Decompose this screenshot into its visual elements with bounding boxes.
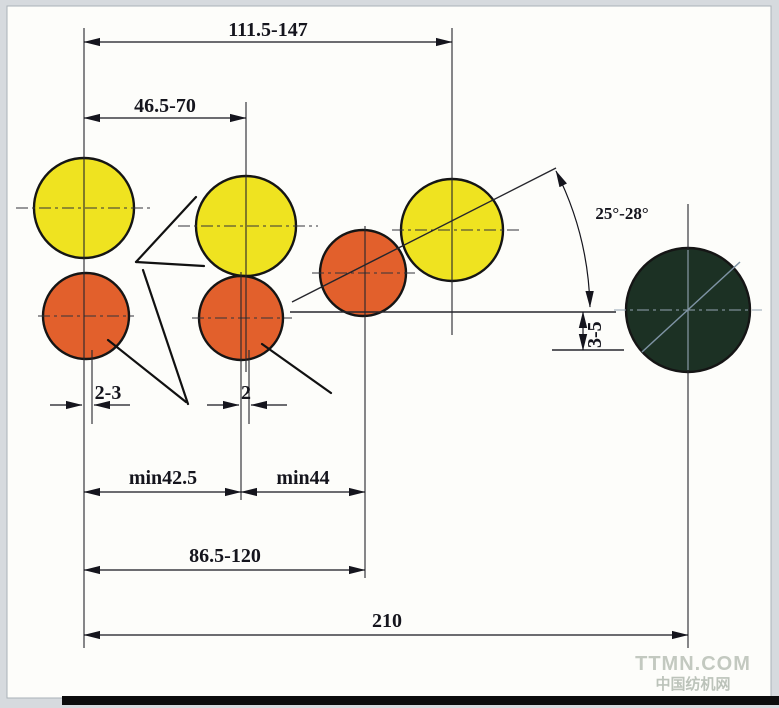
reference-lines bbox=[290, 167, 741, 353]
apron-stroke-1 bbox=[134, 195, 198, 264]
watermark-line1: TTMN.COM bbox=[635, 653, 751, 675]
label-total-span: 210 bbox=[372, 610, 402, 632]
apron-lines bbox=[106, 195, 333, 406]
watermark: TTMN.COM 中国纺机网 bbox=[635, 653, 751, 693]
label-lead-middle: 2 bbox=[241, 382, 251, 404]
inclined-drafting-line bbox=[291, 167, 557, 303]
apron-stroke-2 bbox=[134, 260, 206, 268]
label-lead-left: 2-3 bbox=[95, 382, 122, 404]
dimension-lines bbox=[50, 37, 689, 640]
watermark-line2: 中国纺机网 bbox=[655, 675, 730, 693]
label-min-front: min44 bbox=[276, 467, 329, 489]
label-back-span: 46.5-70 bbox=[134, 95, 196, 117]
label-top-span: 111.5-147 bbox=[228, 19, 307, 41]
dimension-texts: 111.5-147 46.5-70 25°-28° 3-5 2-3 2 min4… bbox=[95, 19, 649, 632]
extension-lines bbox=[83, 28, 689, 648]
dark-roller-diagonal bbox=[641, 261, 741, 353]
apron-stroke-4 bbox=[106, 338, 188, 404]
label-mid-span: 86.5-120 bbox=[189, 545, 261, 567]
label-min-back: min42.5 bbox=[129, 467, 197, 489]
dim-angle-arc bbox=[555, 170, 594, 308]
scan-bottom-bar bbox=[62, 696, 779, 705]
label-angle: 25°-28° bbox=[595, 204, 648, 223]
apron-stroke-3 bbox=[141, 268, 190, 406]
apron-stroke-5 bbox=[260, 342, 333, 395]
label-nip-offset: 3-5 bbox=[584, 321, 606, 348]
